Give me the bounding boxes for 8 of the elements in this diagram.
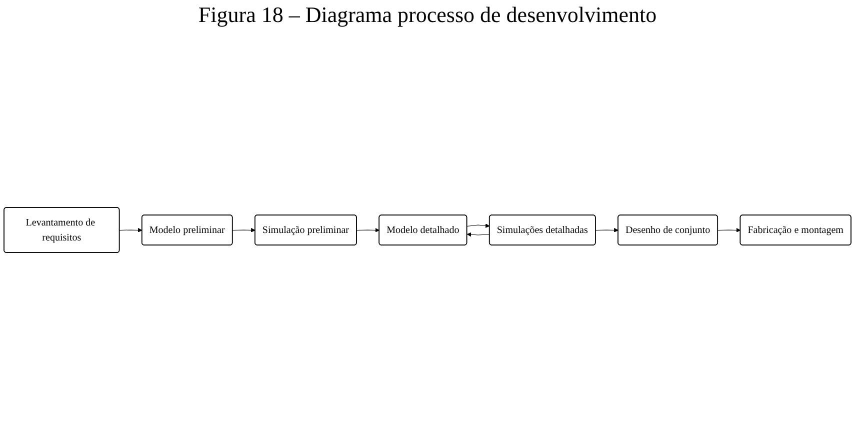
arrow — [232, 228, 256, 232]
arrow — [718, 228, 741, 232]
arrow — [356, 228, 380, 232]
figure-title: Figura 18 – Diagrama processo de desenvolvimento — [197, 2, 658, 28]
arrow — [595, 228, 618, 232]
arrow — [466, 232, 490, 237]
arrow — [466, 224, 490, 228]
arrow — [119, 228, 142, 232]
